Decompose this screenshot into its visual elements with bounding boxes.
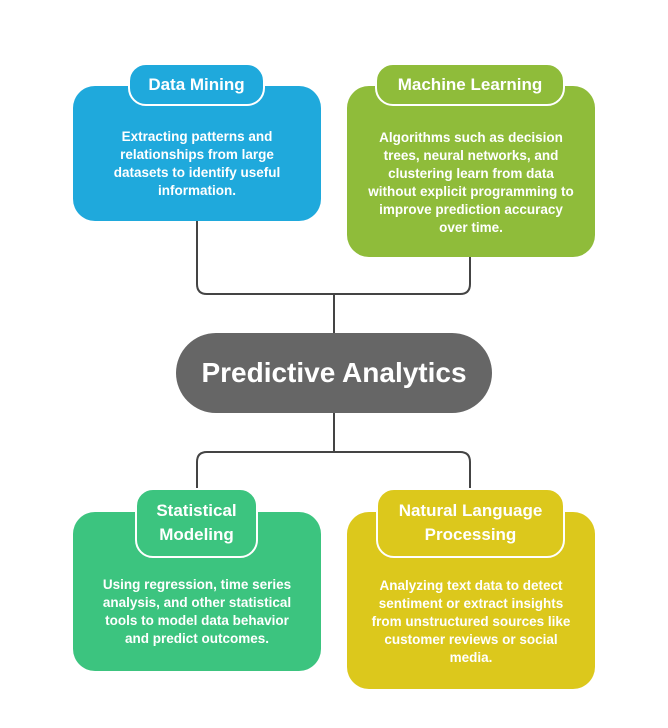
statistical-modeling-description: Using regression, time series analysis, … <box>102 576 292 646</box>
data-mining-title: Data Mining <box>128 63 265 106</box>
data-mining-description: Extracting patterns and relationships fr… <box>113 128 281 198</box>
nlp-title: Natural Language Processing <box>376 488 565 558</box>
predictive-analytics-node: Predictive Analytics <box>176 333 492 413</box>
machine-learning-title: Machine Learning <box>375 63 565 106</box>
machine-learning-title-text: Machine Learning <box>397 74 543 94</box>
data-mining-title-text: Data Mining <box>148 74 245 94</box>
machine-learning-box: Algorithms such as decision trees, neura… <box>347 86 595 257</box>
statistical-modeling-title-text: Statistical Modeling <box>156 501 237 544</box>
statistical-modeling-title: Statistical Modeling <box>135 488 258 558</box>
data-mining-box: Extracting patterns and relationships fr… <box>73 86 321 221</box>
nlp-title-text: Natural Language Processing <box>398 501 543 544</box>
machine-learning-description: Algorithms such as decision trees, neura… <box>368 129 574 235</box>
nlp-description: Analyzing text data to detect sentiment … <box>371 577 571 665</box>
center-title: Predictive Analytics <box>201 357 467 388</box>
